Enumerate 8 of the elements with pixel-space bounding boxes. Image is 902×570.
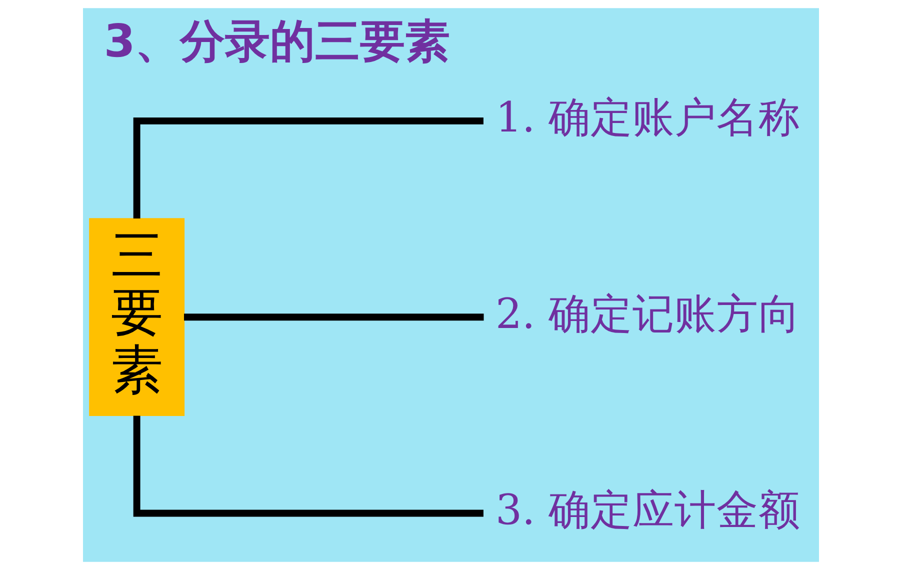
diagram-title: 3、分录的三要素 xyxy=(104,14,450,68)
node-box: 三要素 xyxy=(89,218,185,416)
node-text: 1. 确定账户名称 xyxy=(496,92,801,142)
connector xyxy=(133,416,484,517)
node-text: 2. 确定记账方向 xyxy=(496,288,801,338)
node-text: 3. 确定应计金额 xyxy=(496,485,801,534)
connector xyxy=(184,314,484,321)
connector xyxy=(133,117,484,218)
